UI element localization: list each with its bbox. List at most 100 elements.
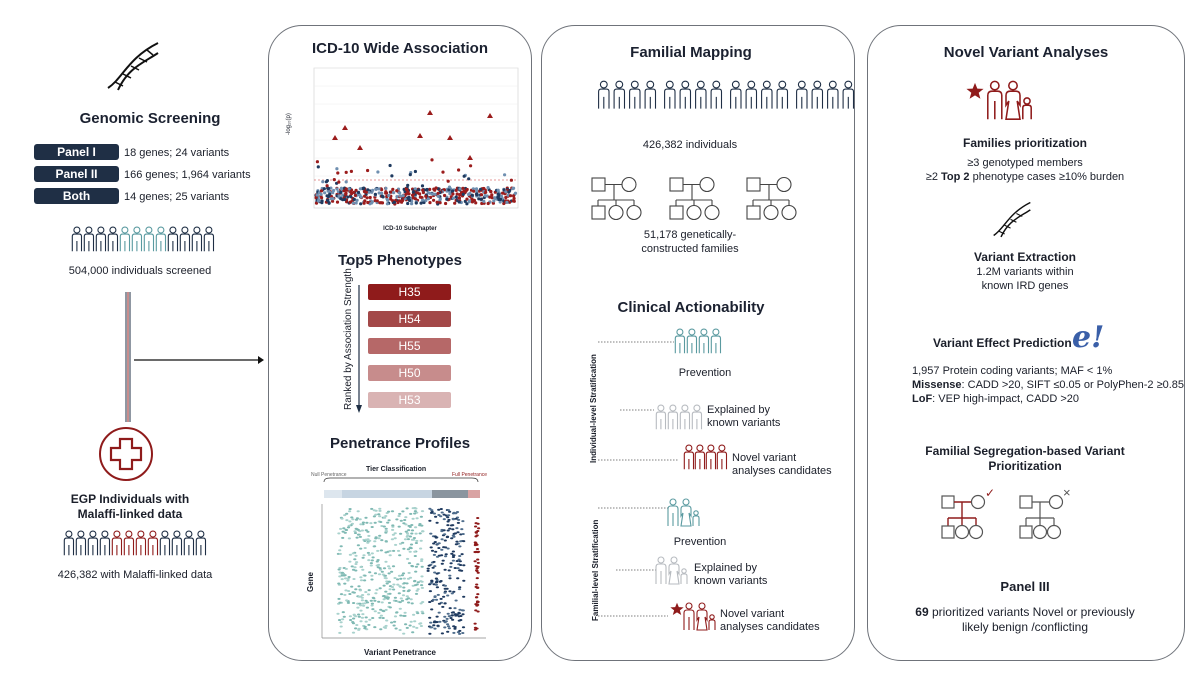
penetrance-dot xyxy=(381,595,386,598)
penetrance-dot xyxy=(380,525,384,527)
penetrance-dot xyxy=(445,617,449,620)
penetrance-dot xyxy=(414,507,418,510)
penetrance-dot xyxy=(380,601,384,604)
penetrance-dot xyxy=(452,631,456,634)
penetrance-dot xyxy=(340,574,344,577)
penetrance-dot xyxy=(440,511,444,514)
penetrance-dot xyxy=(402,577,406,580)
penetrance-dot xyxy=(367,589,371,592)
manhattan-point xyxy=(406,183,410,187)
penetrance-dot xyxy=(451,559,455,562)
penetrance-dot xyxy=(348,510,352,513)
penetrance-dot xyxy=(473,628,477,631)
penetrance-dot xyxy=(458,629,462,632)
penetrance-dot xyxy=(346,577,350,580)
manhattan-point xyxy=(472,189,476,193)
manhattan-point xyxy=(421,190,425,195)
manhattan-point xyxy=(391,187,395,191)
penetrance-dot xyxy=(364,616,368,619)
penetrance-dot xyxy=(364,599,368,602)
penetrance-dot xyxy=(435,621,439,623)
penetrance-dot xyxy=(414,542,418,544)
panel-3-line-1: 69 prioritized variants Novel or previou… xyxy=(915,605,1135,619)
penetrance-dot xyxy=(420,610,424,613)
penetrance-dot xyxy=(476,593,480,596)
penetrance-dot xyxy=(442,529,446,532)
explained-label-1a: Explained by xyxy=(707,404,770,416)
pedigree-1 xyxy=(591,176,642,221)
penetrance-dot xyxy=(442,518,446,521)
manhattan-point xyxy=(451,192,455,196)
penetrance-dot xyxy=(442,619,446,622)
manhattan-point xyxy=(482,199,486,203)
manhattan-point xyxy=(356,190,361,194)
penetrance-dot xyxy=(342,615,346,618)
penetrance-dot xyxy=(365,606,369,609)
manhattan-point xyxy=(461,186,465,190)
penetrance-dot xyxy=(343,574,347,577)
penetrance-dot xyxy=(397,515,401,517)
manhattan-point xyxy=(398,199,402,203)
penetrance-dot xyxy=(352,617,356,620)
penetrance-dot xyxy=(377,513,381,516)
ve-line-1: 1.2M variants within xyxy=(976,266,1074,278)
penetrance-dot xyxy=(355,624,359,626)
penetrance-dot xyxy=(348,508,352,510)
penetrance-dot xyxy=(379,568,383,571)
clinical-title: Clinical Actionability xyxy=(617,299,765,316)
penetrance-dot xyxy=(455,613,459,616)
penetrance-dot xyxy=(393,615,398,618)
manhattan-point xyxy=(315,193,319,197)
manhattan-point xyxy=(496,188,500,192)
tier-classification: Tier Classification xyxy=(366,466,427,473)
penetrance-dot xyxy=(399,532,403,535)
penetrance-dot xyxy=(409,598,413,601)
penetrance-dot xyxy=(440,632,444,635)
penetrance-dot xyxy=(431,598,435,601)
manhattan-point xyxy=(432,198,436,202)
penetrance-dot xyxy=(346,579,350,582)
penetrance-dot xyxy=(339,621,343,624)
variant-extraction-title: Variant Extraction xyxy=(973,250,1077,264)
penetrance-dot xyxy=(393,577,397,579)
penetrance-dot xyxy=(411,507,415,510)
penetrance-dot xyxy=(384,540,388,543)
manhattan-point xyxy=(434,186,438,190)
penetrance-dot xyxy=(359,620,363,623)
manhattan-point xyxy=(384,190,388,194)
penetrance-dot xyxy=(443,591,447,594)
manhattan-point xyxy=(465,202,469,206)
penetrance-dot xyxy=(448,590,452,593)
manhattan-point xyxy=(407,195,411,199)
manhattan-point xyxy=(477,197,481,201)
penetrance-dot xyxy=(387,572,391,575)
manhattan-point xyxy=(447,188,451,192)
penetrance-dot xyxy=(454,543,458,546)
penetrance-dot xyxy=(457,558,461,561)
penetrance-dot xyxy=(401,572,406,575)
penetrance-dot xyxy=(404,530,408,533)
manhattan-point xyxy=(367,190,371,194)
penetrance-dot xyxy=(415,626,419,629)
penetrance-dot xyxy=(363,547,367,549)
manhattan-point xyxy=(504,195,508,200)
penetrance-dot xyxy=(408,550,412,553)
penetrance-dot xyxy=(350,565,354,568)
manhattan-point xyxy=(407,198,412,202)
penetrance-dot xyxy=(459,533,463,536)
penetrance-dot xyxy=(474,565,478,568)
manhattan-point xyxy=(457,196,461,200)
penetrance-dot xyxy=(451,524,455,527)
penetrance-dot xyxy=(458,608,462,611)
penetrance-dot xyxy=(446,520,450,523)
penetrance-dot xyxy=(378,587,382,590)
manhattan-point xyxy=(424,198,428,203)
penetrance-dot xyxy=(391,528,395,531)
penetrance-dot xyxy=(354,588,358,591)
penetrance-dot xyxy=(392,549,396,552)
penetrance-dot xyxy=(450,552,454,555)
manhattan-point xyxy=(447,185,452,189)
manhattan-point xyxy=(374,187,378,191)
manhattan-point xyxy=(421,188,425,192)
penetrance-dot xyxy=(461,520,465,523)
